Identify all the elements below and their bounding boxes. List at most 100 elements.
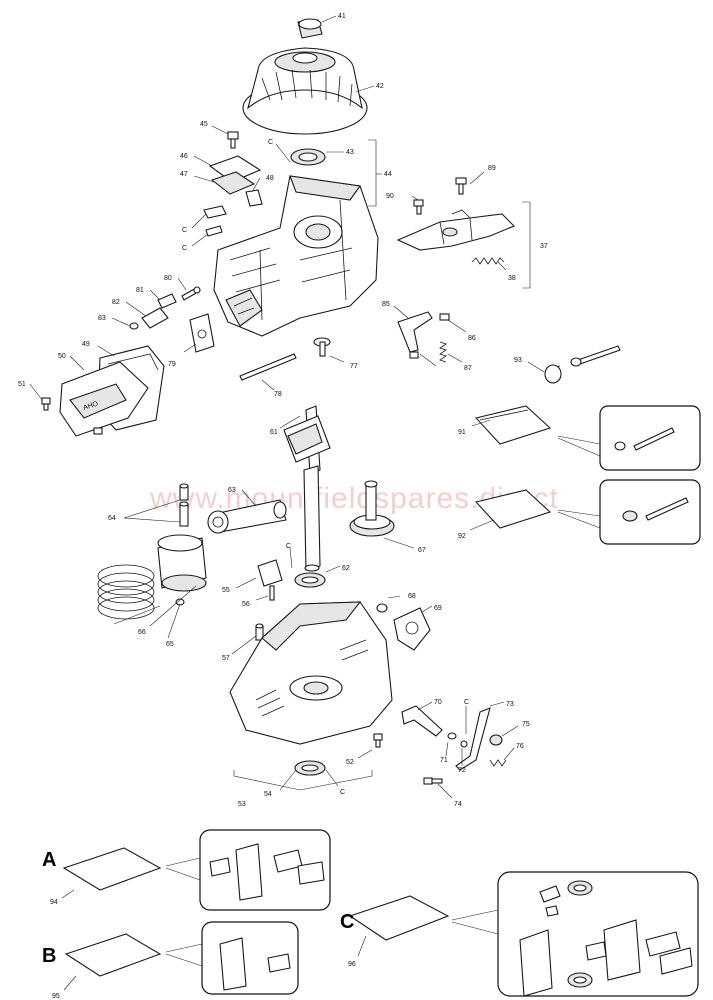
valve-callout-92	[599, 479, 701, 545]
label-48: 48	[266, 175, 274, 182]
label-95: 95	[52, 993, 60, 1000]
bolt-90	[413, 199, 424, 215]
ring-83	[129, 322, 139, 330]
bag-94	[62, 847, 162, 891]
label-52: 52	[346, 759, 354, 766]
label-72: 72	[458, 767, 466, 774]
bag-92	[474, 489, 552, 529]
spring-76	[489, 759, 507, 767]
sump-53	[229, 601, 393, 745]
label-38: 38	[508, 275, 516, 282]
label-54: 54	[264, 791, 272, 798]
washer-68	[376, 603, 388, 613]
callout-letter-a: A	[42, 849, 56, 871]
callout-arrow-a	[165, 857, 201, 881]
gasket-c2	[519, 929, 553, 997]
marker-c-clip1: C	[182, 227, 187, 234]
block-48	[245, 189, 263, 207]
kit-markers: C C C C C C	[182, 139, 469, 796]
oil-seal-top	[290, 148, 326, 166]
valve-spring-93	[544, 364, 562, 384]
lever-70	[401, 705, 443, 737]
bolt-muffler	[93, 427, 103, 435]
label-65: 65	[166, 641, 174, 648]
bolt-51	[41, 397, 51, 411]
marker-c-62: C	[286, 543, 291, 550]
valve-seal-92	[622, 510, 638, 522]
label-82: 82	[112, 299, 120, 306]
bag-91	[474, 405, 552, 445]
svg-text:AHO: AHO	[82, 400, 99, 412]
label-96: 96	[348, 961, 356, 968]
bracket-53	[233, 770, 373, 791]
callout-letter-b: B	[42, 945, 56, 967]
push-rod-78	[239, 353, 297, 381]
bag-95	[64, 933, 162, 977]
label-68: 68	[408, 593, 416, 600]
callout-arrow-c	[451, 909, 499, 935]
label-61: 61	[270, 429, 278, 436]
gasket-b1	[219, 937, 247, 991]
gasket-a2	[209, 857, 231, 877]
callout-letter-c: C	[340, 911, 354, 933]
cam-gear-67	[349, 480, 395, 537]
label-80: 80	[164, 275, 172, 282]
seal-c2-inner	[573, 976, 587, 984]
flywheel	[242, 47, 368, 135]
bracket-37	[522, 201, 531, 289]
spring-38	[471, 257, 505, 265]
label-51: 51	[18, 381, 26, 388]
gasket-c1	[539, 885, 561, 903]
oil-sensor-55	[257, 559, 283, 601]
gasket-79	[189, 313, 215, 353]
gasket-a4	[297, 861, 325, 885]
gasket-b2	[267, 953, 291, 973]
label-94: 94	[50, 899, 58, 906]
block-c	[545, 905, 559, 917]
label-66: 66	[138, 629, 146, 636]
label-93: 93	[514, 357, 522, 364]
sensor-82	[141, 307, 169, 329]
connecting-rod-63	[207, 499, 287, 534]
valve-91	[633, 427, 675, 451]
gasket-c6	[659, 947, 693, 975]
clip-c1	[203, 205, 227, 219]
circlip-65	[175, 598, 185, 606]
label-46: 46	[180, 153, 188, 160]
bolt-86a	[439, 313, 450, 321]
marker-c-72: C	[464, 699, 469, 706]
part-labels: 41 42 43 44 45 46 47 48 37 38 89 90 80 8…	[18, 13, 548, 1000]
label-69: 69	[434, 605, 442, 612]
label-56: 56	[242, 601, 250, 608]
label-64: 64	[108, 515, 116, 522]
throttle-bracket	[396, 209, 515, 251]
label-78: 78	[274, 391, 282, 398]
gasket-a1	[235, 843, 263, 901]
gasket-c5	[645, 931, 681, 957]
callout-arrow-b	[165, 943, 203, 967]
label-91: 91	[458, 429, 466, 436]
label-50: 50	[58, 353, 66, 360]
clip-c2	[205, 225, 223, 237]
label-41: 41	[338, 13, 346, 20]
clip-72	[460, 740, 468, 748]
piston	[157, 534, 207, 592]
label-42: 42	[376, 83, 384, 90]
bolt-45	[227, 131, 239, 149]
label-74: 74	[454, 801, 462, 808]
governor-69	[393, 607, 431, 651]
marker-c-43: C	[268, 139, 273, 146]
label-73: 73	[506, 701, 514, 708]
lever-73	[455, 707, 491, 771]
label-92: 92	[458, 533, 466, 540]
bolt-86b	[409, 351, 419, 359]
label-89: 89	[488, 165, 496, 172]
label-49: 49	[82, 341, 90, 348]
leader-lines	[29, 15, 545, 991]
callout-arrow-92	[557, 509, 601, 529]
gasket-47	[210, 171, 256, 195]
seal-62-inner	[301, 576, 319, 584]
label-62: 62	[342, 565, 350, 572]
